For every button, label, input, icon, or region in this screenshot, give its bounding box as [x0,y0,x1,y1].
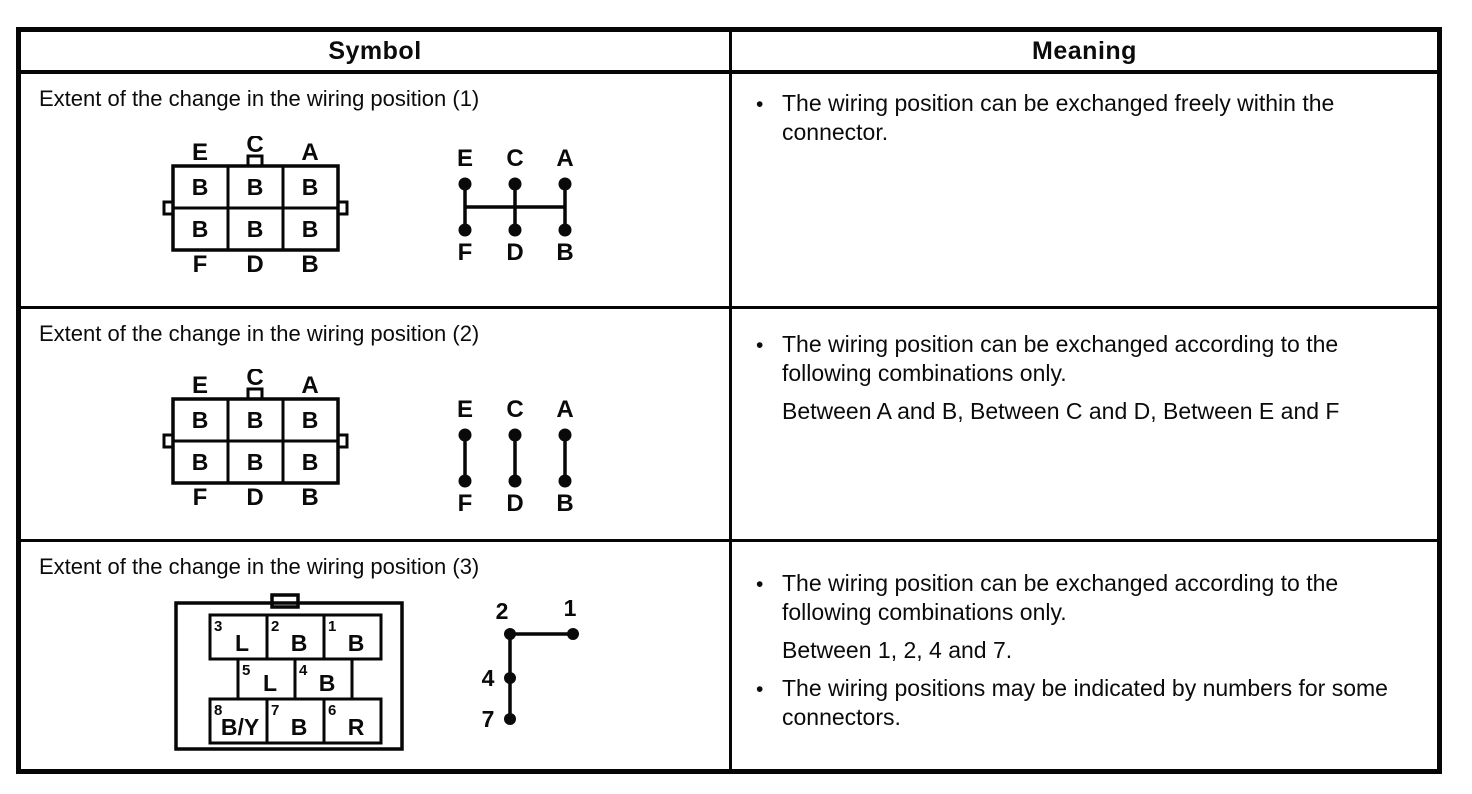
cavity-label: B [319,670,336,696]
row3-meaning-cell: • The wiring position can be exchanged a… [732,542,1437,769]
cavity-number: 7 [271,702,279,719]
bullet-icon: • [756,334,764,357]
cavity-number: 2 [271,618,279,635]
connector-diagram-row2: E C A B B B B B B F D B [162,369,349,509]
row2-meaning-cell: • The wiring position can be exchanged a… [732,309,1437,542]
meaning-item: • The wiring positions may be indicated … [756,674,1437,732]
pin-label: E [457,399,473,423]
row1-meaning-cell: • The wiring position can be exchanged f… [732,74,1437,309]
cavity-label: B [247,449,264,475]
meaning-item: • The wiring position can be exchanged a… [756,330,1437,388]
pin-label: A [301,372,318,399]
meaning-text: The wiring position can be exchanged acc… [782,570,1339,625]
cavity-label: B [247,407,264,433]
meaning-note: Between 1, 2, 4 and 7. [782,637,1013,663]
row1-title: Extent of the change in the wiring posit… [39,86,480,111]
header-symbol: Symbol [21,32,732,74]
pin-label: B [556,239,573,266]
meaning-text: The wiring position can be exchanged fre… [782,90,1335,145]
meaning-item: • The wiring position can be exchanged a… [756,569,1437,627]
wiring-exchange-diagram-row2: E C A F D B [457,399,574,517]
row2-title: Extent of the change in the wiring posit… [39,321,480,346]
meaning-text: The wiring position can be exchanged acc… [782,331,1339,386]
cavity-label: B/Y [221,714,259,740]
pin-number-label: 1 [564,597,577,621]
row3-symbol-cell: Extent of the change in the wiring posit… [21,542,732,769]
meaning-note: Between A and B, Between C and D, Betwee… [782,398,1340,424]
pin-label: C [506,399,523,423]
pin-label: B [301,251,318,276]
cavity-label: B [192,216,209,242]
cavity-label: B [192,449,209,475]
cavity-label: B [291,630,308,656]
pin-number-label: 2 [496,598,509,624]
pin-label: E [457,148,473,172]
pin-label: F [193,484,208,509]
cavity-label: B [302,449,319,475]
bullet-icon: • [756,93,764,116]
connector-body [174,601,404,751]
wiring-exchange-diagram-row1: E C A F D B [457,148,574,266]
pin-label: E [192,372,208,399]
symbol-meaning-table: Symbol Meaning Extent of the change in t… [16,27,1442,774]
cavity-number: 1 [328,618,336,635]
row2-symbol-cell: Extent of the change in the wiring posit… [21,309,732,542]
bullet-icon: • [756,678,764,701]
cavity-label: B [302,407,319,433]
pin-label: A [301,139,318,166]
pin-label: E [192,139,208,166]
pin-label: B [301,484,318,509]
pin-number-label: 4 [482,665,495,691]
wiring-exchange-diagram-row3: 2 1 4 7 [482,597,579,732]
meaning-text: The wiring positions may be indicated by… [782,675,1388,730]
bullet-icon: • [756,573,764,596]
pin-label: F [458,490,473,517]
meaning-item: • The wiring position can be exchanged f… [756,89,1437,147]
cavity-label: B [247,216,264,242]
pin-label: D [506,490,523,517]
pin-label: F [458,239,473,266]
cavity-number: 3 [214,618,222,635]
connector-top-tab [270,593,300,609]
cavity-label: L [235,630,249,656]
cavity-label: B [348,630,365,656]
cavity-label: R [348,714,365,740]
pin-label: D [246,484,263,509]
row1-symbol-cell: Extent of the change in the wiring posit… [21,74,732,309]
pin-label: D [506,239,523,266]
connector-diagram-row3: 3 2 1 5 4 8 7 6 L B B L B B/Y B R [174,593,404,751]
cavity-label: B [192,407,209,433]
pin-label: A [556,399,573,423]
cavity-label: B [302,174,319,200]
cavity-label: B [247,174,264,200]
pin-label: C [246,136,263,158]
pin-label: F [193,251,208,276]
cavity-number: 6 [328,702,336,719]
cavity-number: 4 [299,662,308,679]
connector-diagram-row1: E C A B B B B B B F D B [162,136,349,276]
cavity-label: B [192,174,209,200]
row3-title: Extent of the change in the wiring posit… [39,554,480,579]
pin-label: B [556,490,573,517]
header-meaning: Meaning [732,32,1437,74]
cavity-number: 5 [242,662,250,679]
pin-number-label: 7 [482,706,495,732]
cavity-label: B [291,714,308,740]
pin-label: D [246,251,263,276]
pin-label: A [556,148,573,172]
cavity-number: 8 [214,702,222,719]
cavity-label: L [263,670,277,696]
pin-label: C [506,148,523,172]
cavity-label: B [302,216,319,242]
pin-label: C [246,369,263,391]
